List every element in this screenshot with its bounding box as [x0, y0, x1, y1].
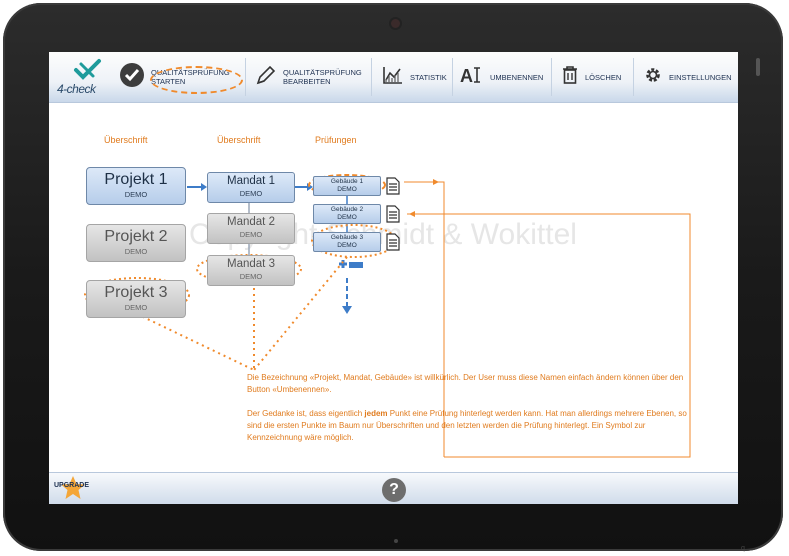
project-1-sub: DEMO	[124, 190, 148, 199]
highlight-ellipse	[150, 66, 243, 94]
project-3[interactable]: Projekt 3 DEMO	[86, 280, 186, 318]
checklist-document-icon[interactable]	[386, 205, 400, 223]
checklist-document-icon[interactable]	[386, 233, 400, 251]
project-2-title: Projekt 2	[104, 228, 168, 245]
logo-text: 4-check	[57, 82, 96, 96]
project-1-title: Projekt 1	[104, 171, 168, 188]
building-2-title: Gebäude 2	[330, 206, 364, 213]
statistics-button[interactable]: STATISTIK	[382, 52, 447, 102]
upgrade-button[interactable]: UPGRADE	[54, 482, 90, 489]
delete-label: LÖSCHEN	[585, 72, 622, 82]
checklist-document-icon[interactable]	[386, 177, 400, 195]
app-screen: 4-check QUALITÄTSPRÜFUNG STARTEN QUALITÄ…	[49, 52, 738, 504]
pencil-icon	[255, 64, 277, 91]
settings-button[interactable]: EINSTELLUNGEN	[643, 52, 732, 102]
mandate-2[interactable]: Mandat 2 DEMO	[207, 213, 295, 244]
mandate-3[interactable]: Mandat 3 DEMO	[207, 255, 295, 286]
mandate-2-title: Mandat 2	[227, 216, 275, 228]
note-paragraph-2: Der Gedanke ist, dass eigentlich jedem P…	[247, 409, 687, 442]
star-icon	[61, 476, 85, 499]
mandate-3-title: Mandat 3	[227, 258, 275, 270]
building-3[interactable]: Gebäude 3 DEMO	[313, 232, 381, 252]
logo-icon	[74, 59, 101, 80]
rename-icon: A	[460, 65, 484, 90]
checkmark-circle-icon	[119, 62, 145, 93]
bottom-bar: UPGRADE ?	[49, 472, 738, 504]
settings-label: EINSTELLUNGEN	[669, 72, 732, 82]
note-paragraph-1: Die Bezeichnung «Projekt, Mandat, Gebäud…	[247, 373, 684, 394]
building-1-sub: DEMO	[337, 186, 357, 193]
mandate-2-sub: DEMO	[239, 230, 263, 239]
statistics-label: STATISTIK	[410, 72, 447, 82]
annotation-note: Die Bezeichnung «Projekt, Mandat, Gebäud…	[247, 372, 687, 444]
trash-icon	[561, 65, 579, 90]
edit-quality-check-button[interactable]: QUALITÄTSPRÜFUNG BEARBEITEN	[255, 52, 362, 102]
project-3-sub: DEMO	[124, 303, 148, 312]
side-button	[756, 58, 760, 76]
rename-label: UMBENENNEN	[490, 72, 544, 82]
corner-mark: q	[741, 545, 745, 552]
rename-button[interactable]: A UMBENENNEN	[460, 52, 543, 102]
column-heading-1: Überschrift	[104, 135, 148, 145]
sensor-dot	[394, 539, 398, 543]
gear-icon	[643, 65, 663, 90]
project-1[interactable]: Projekt 1 DEMO	[86, 167, 186, 205]
chart-icon	[382, 65, 404, 90]
delete-button[interactable]: LÖSCHEN	[561, 52, 621, 102]
mandate-1-sub: DEMO	[239, 189, 263, 198]
mandate-1[interactable]: Mandat 1 DEMO	[207, 172, 295, 203]
svg-text:A: A	[460, 66, 473, 85]
building-2[interactable]: Gebäude 2 DEMO	[313, 204, 381, 224]
column-heading-3: Prüfungen	[315, 135, 357, 145]
mandate-1-title: Mandat 1	[227, 175, 275, 187]
building-3-sub: DEMO	[337, 242, 357, 249]
building-2-sub: DEMO	[337, 214, 357, 221]
building-1[interactable]: Gebäude 1 DEMO	[313, 176, 381, 196]
app-logo[interactable]: 4-check	[57, 56, 119, 100]
project-2[interactable]: Projekt 2 DEMO	[86, 224, 186, 262]
mandate-3-sub: DEMO	[239, 272, 263, 281]
column-heading-2: Überschrift	[217, 135, 261, 145]
building-3-title: Gebäude 3	[330, 234, 364, 241]
camera-icon	[391, 19, 400, 28]
edit-quality-check-label: QUALITÄTSPRÜFUNG BEARBEITEN	[283, 68, 362, 86]
building-1-title: Gebäude 1	[330, 178, 364, 185]
project-2-sub: DEMO	[124, 247, 148, 256]
note-emphasis: jedem	[364, 409, 388, 418]
help-button[interactable]: ?	[382, 478, 406, 502]
toolbar: 4-check QUALITÄTSPRÜFUNG STARTEN QUALITÄ…	[49, 52, 738, 103]
project-3-title: Projekt 3	[104, 284, 168, 301]
